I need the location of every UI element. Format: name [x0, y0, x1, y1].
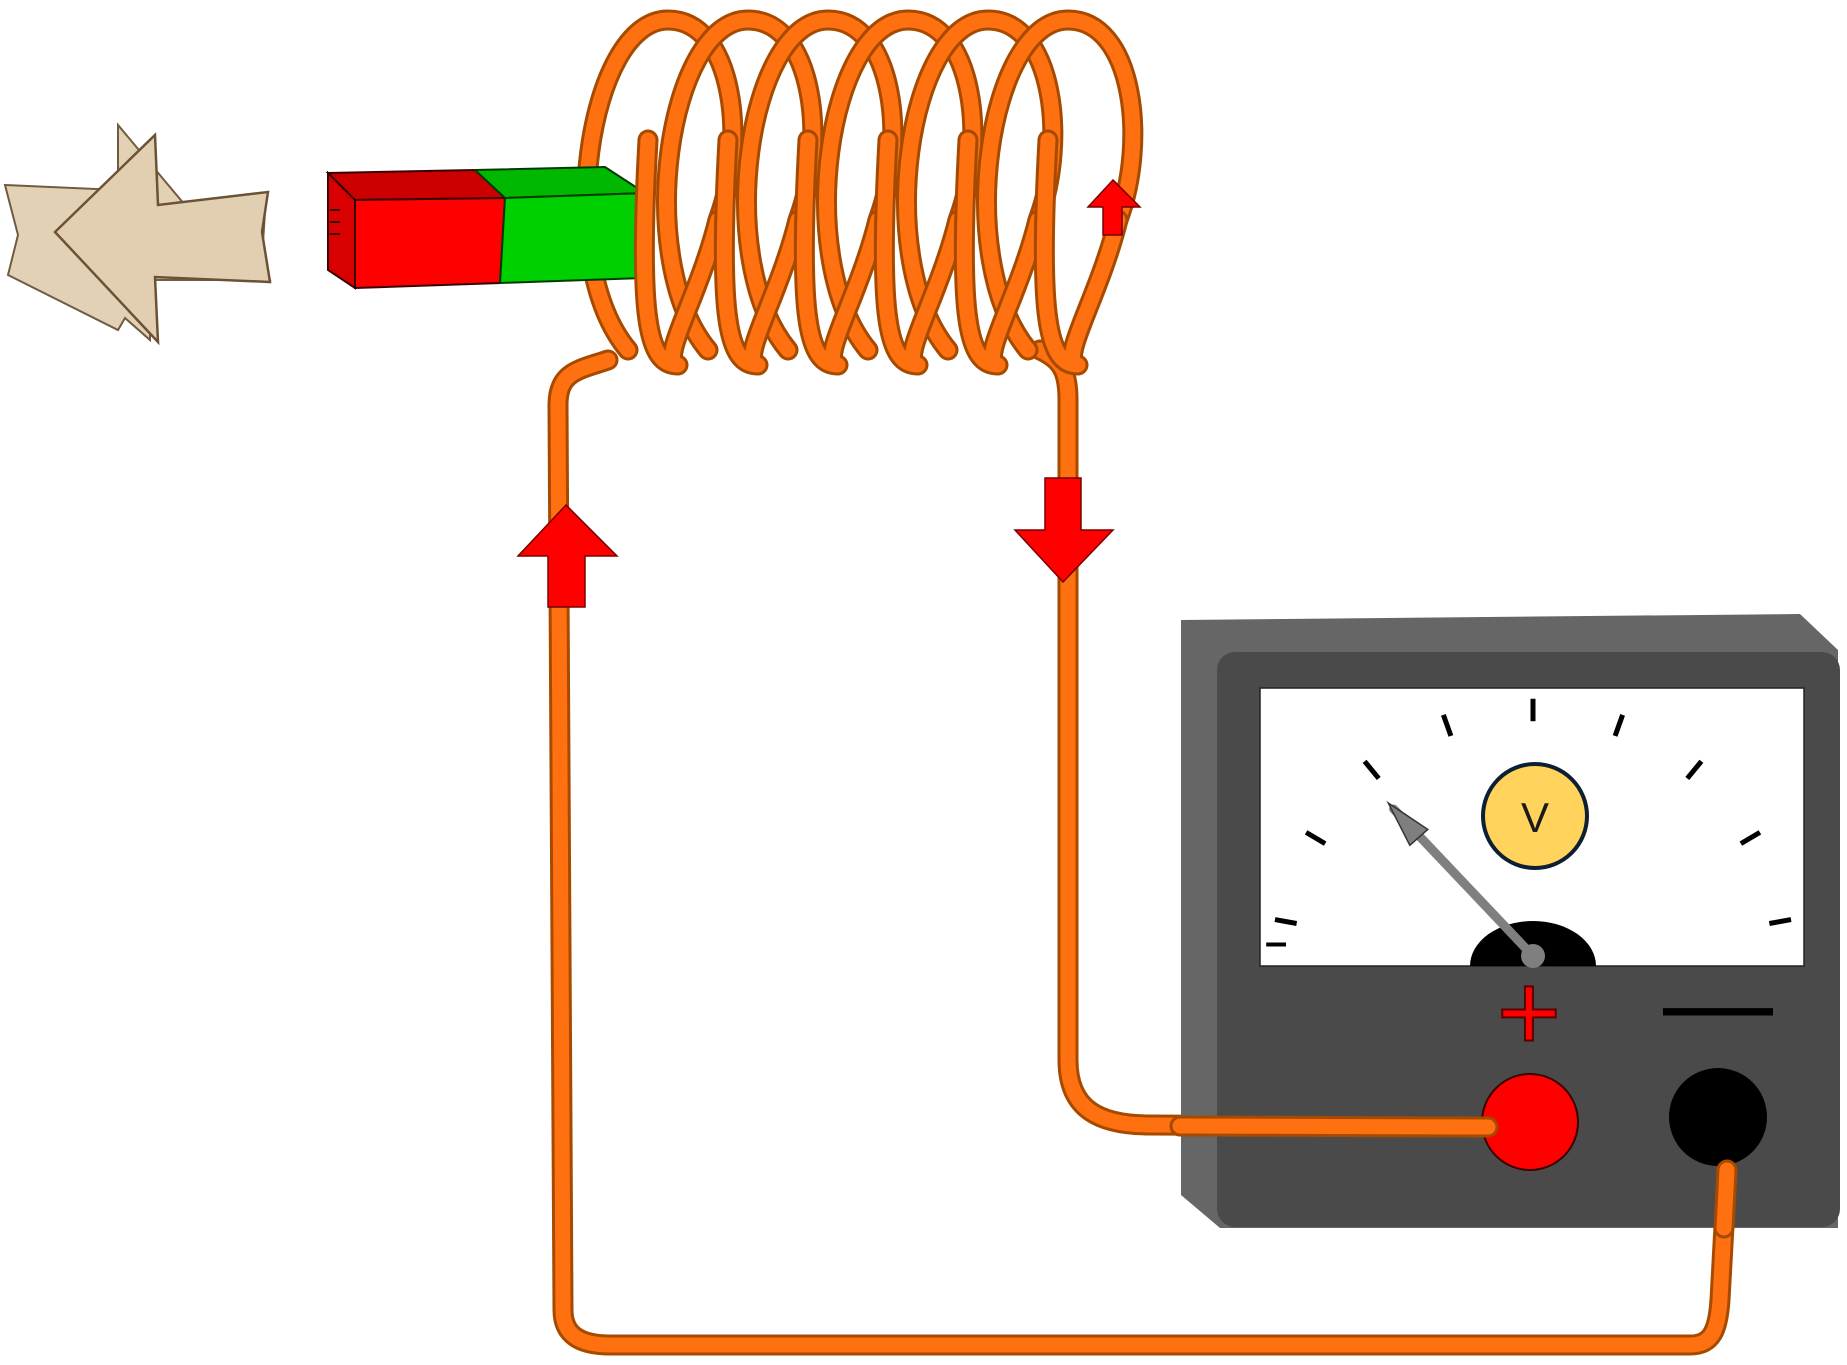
positive-terminal-label: + — [1497, 951, 1561, 1074]
needle-hub — [1521, 944, 1545, 968]
dial-tick — [1739, 830, 1762, 846]
coil-turn-back — [739, 12, 901, 358]
negative-terminal-label: — — [1663, 941, 1773, 1064]
dial-minus-mark: – — [1265, 920, 1287, 964]
magnet-pole-left — [354, 196, 507, 290]
wire-coil-front — [633, 129, 1129, 376]
dial-tick — [1612, 714, 1625, 737]
terminal-leads — [1169, 1115, 1738, 1239]
meter-needle — [1386, 800, 1545, 968]
dial-tick — [1362, 759, 1381, 781]
current-arrow-left-up — [516, 503, 619, 608]
coil-turn-front — [876, 132, 966, 373]
coil-turn-front — [796, 132, 886, 373]
bar-magnet — [325, 165, 650, 290]
coil-turn-back — [819, 12, 981, 358]
dial-tick — [1685, 759, 1704, 781]
unit-symbol: V — [1521, 794, 1549, 841]
current-arrow-right-down — [1013, 477, 1115, 584]
current-arrows — [516, 178, 1142, 608]
coil-turn-back — [659, 12, 821, 358]
coil-turn-front — [716, 132, 806, 373]
needle-head — [1386, 800, 1430, 847]
motion-arrow — [3, 122, 272, 346]
dial-tick — [1274, 917, 1298, 926]
voltmeter: – V + — — [1181, 614, 1840, 1228]
coil-turn-front — [956, 132, 1046, 373]
dial-scale-ticks — [1274, 698, 1792, 926]
coil-turn-front — [636, 132, 726, 373]
needle-pivot — [1470, 921, 1596, 966]
coil-turn-back — [899, 12, 1061, 358]
current-arrow-coil-up — [1086, 178, 1142, 236]
coil-turn-front — [1036, 132, 1126, 373]
dial-tick — [1768, 917, 1792, 926]
unit-badge — [1481, 762, 1589, 870]
coil-turn-back — [979, 12, 1141, 358]
dial-tick — [1441, 714, 1454, 737]
dial-tick — [1304, 830, 1327, 846]
negative-terminal[interactable] — [1669, 1068, 1767, 1166]
magnet-pole-right — [498, 191, 650, 285]
